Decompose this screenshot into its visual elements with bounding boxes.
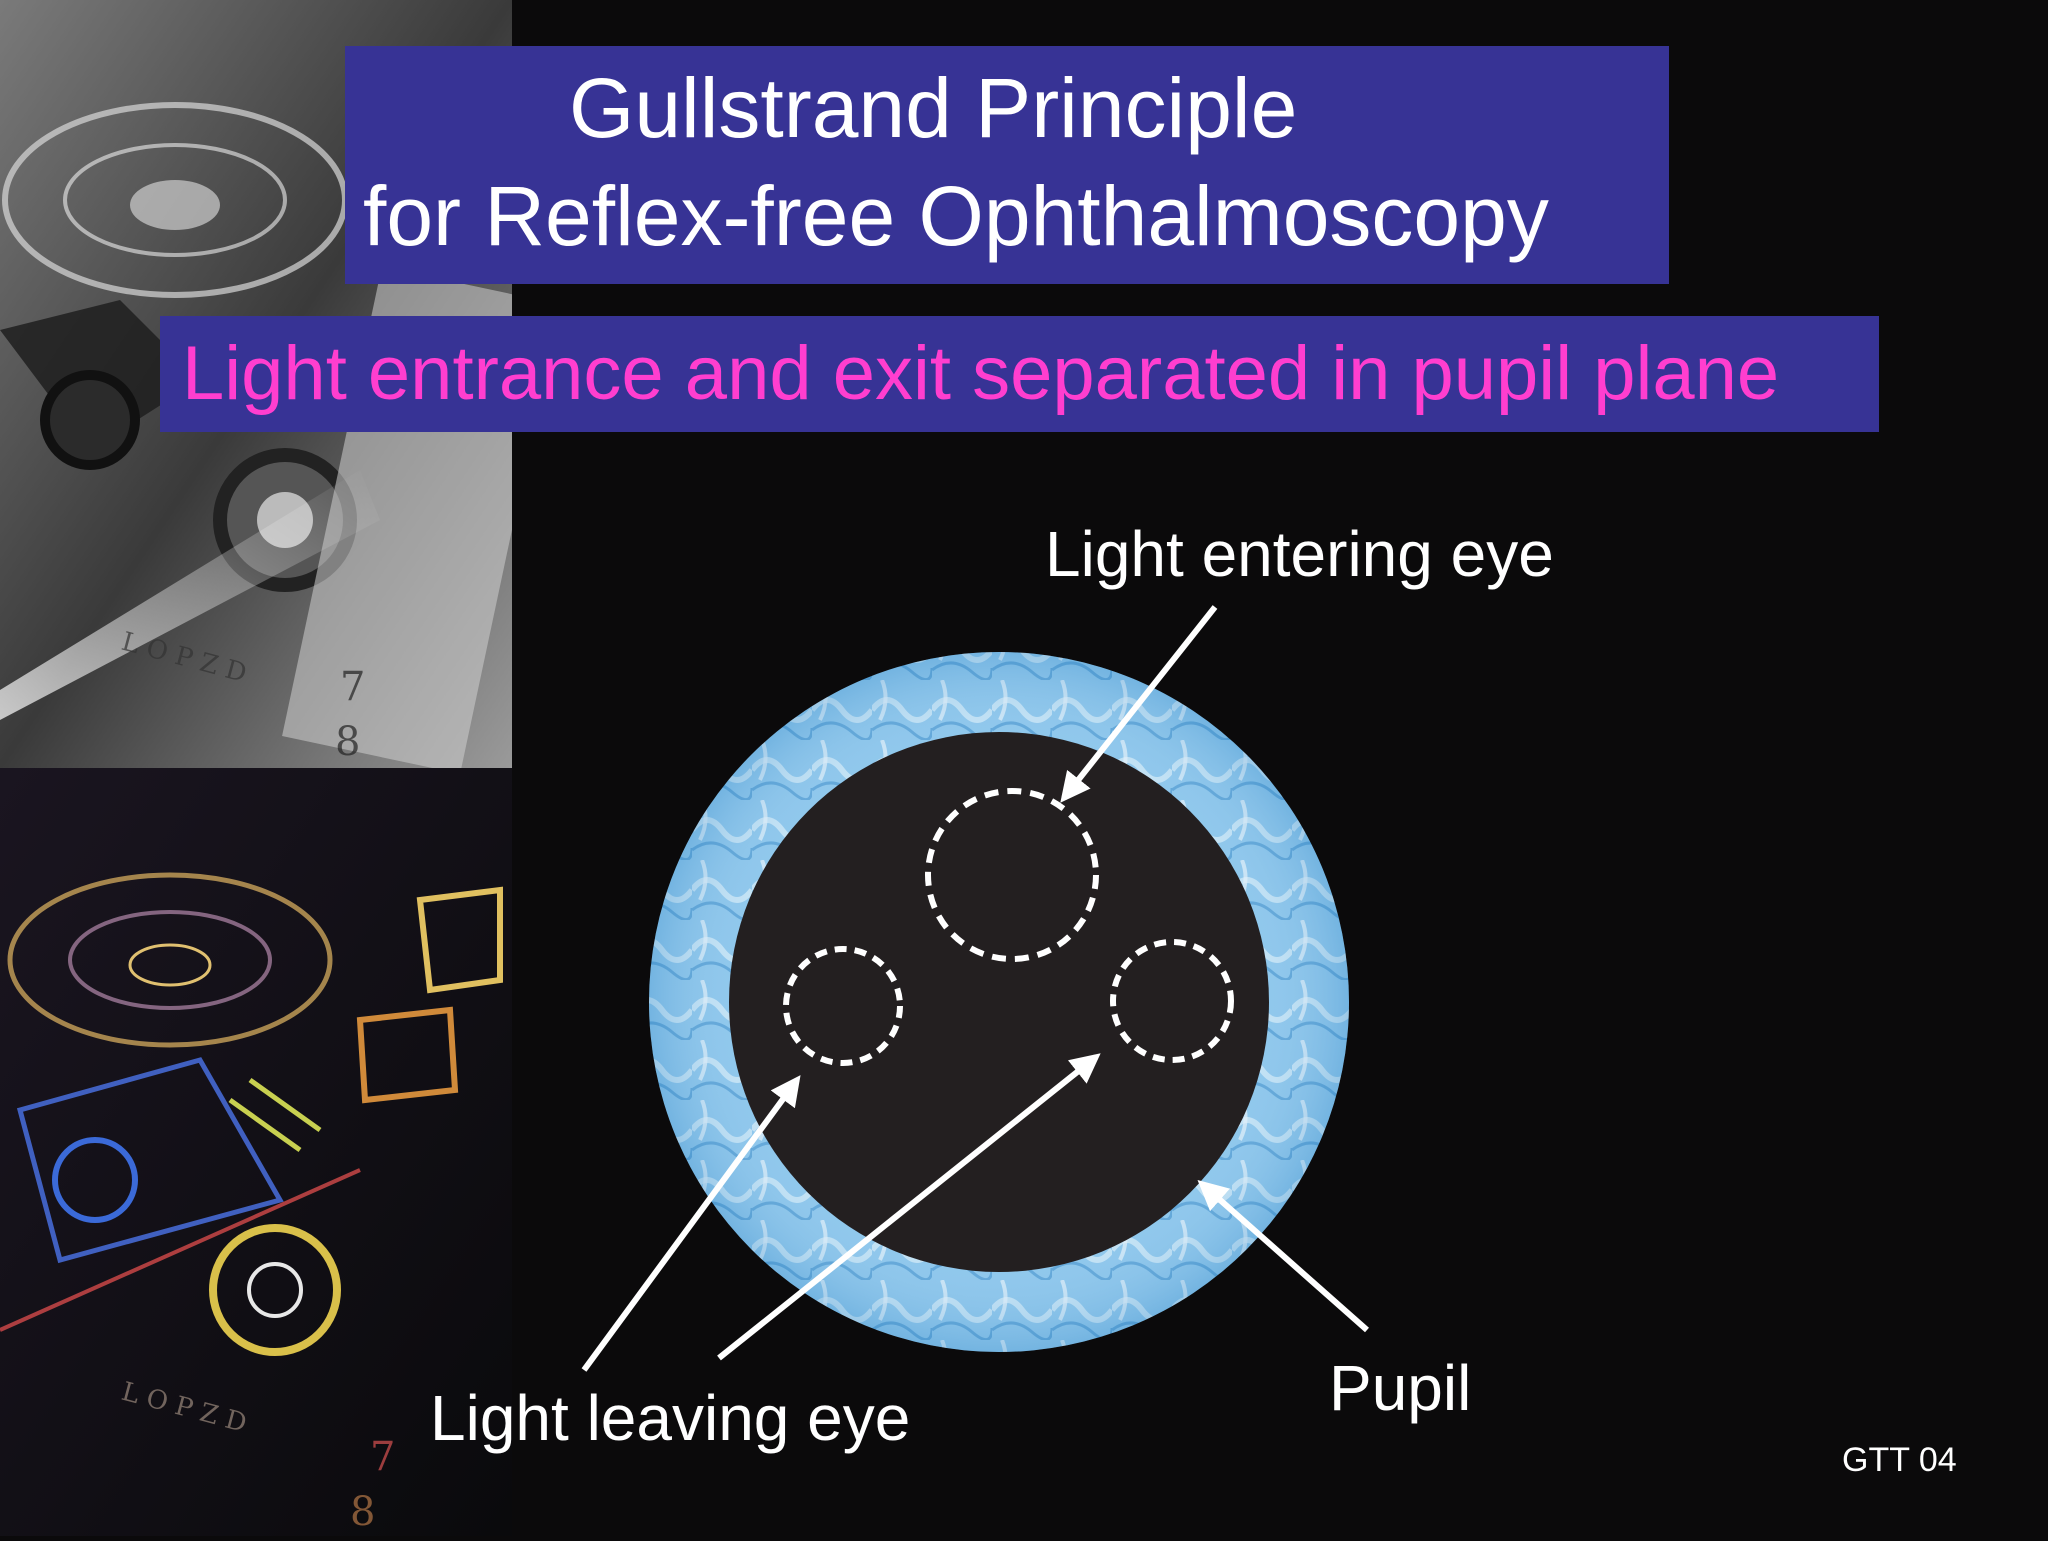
svg-text:8: 8	[350, 1489, 375, 1535]
entrance-aperture-circle	[925, 788, 1099, 962]
arrow-light-leaving-left	[581, 1075, 801, 1372]
page-title-line-1: Gullstrand Principle	[569, 61, 1298, 155]
pupil-diagram-svg	[581, 605, 1369, 1372]
neon-ophthalmoscope-photo: L O P Z D 7 8	[0, 768, 512, 1536]
svg-text:7: 7	[370, 1434, 395, 1480]
title-box: Gullstrand Principle for Reflex-free Oph…	[345, 46, 1669, 284]
svg-text:7: 7	[340, 664, 365, 710]
footer-code: GTT 04	[1842, 1441, 1957, 1479]
pupil-diagram: Light entering eye Light leaving eye Pup…	[430, 440, 2048, 1536]
subtitle-text: Light entrance and exit separated in pup…	[182, 331, 1780, 416]
exit-aperture-circle-left	[783, 946, 903, 1066]
arrow-pupil	[1197, 1180, 1369, 1333]
subtitle-box: Light entrance and exit separated in pup…	[160, 316, 1879, 432]
label-light-entering: Light entering eye	[1045, 518, 1554, 590]
svg-text:8: 8	[335, 719, 360, 765]
arrow-light-entering	[1060, 605, 1218, 803]
pupil-area	[729, 732, 1269, 1272]
arrow-light-leaving-right	[717, 1053, 1101, 1361]
page-title-line-2: for Reflex-free Ophthalmoscopy	[363, 169, 1549, 263]
label-light-leaving: Light leaving eye	[430, 1382, 911, 1454]
label-pupil: Pupil	[1329, 1352, 1472, 1424]
exit-aperture-circle-right	[1110, 939, 1234, 1063]
